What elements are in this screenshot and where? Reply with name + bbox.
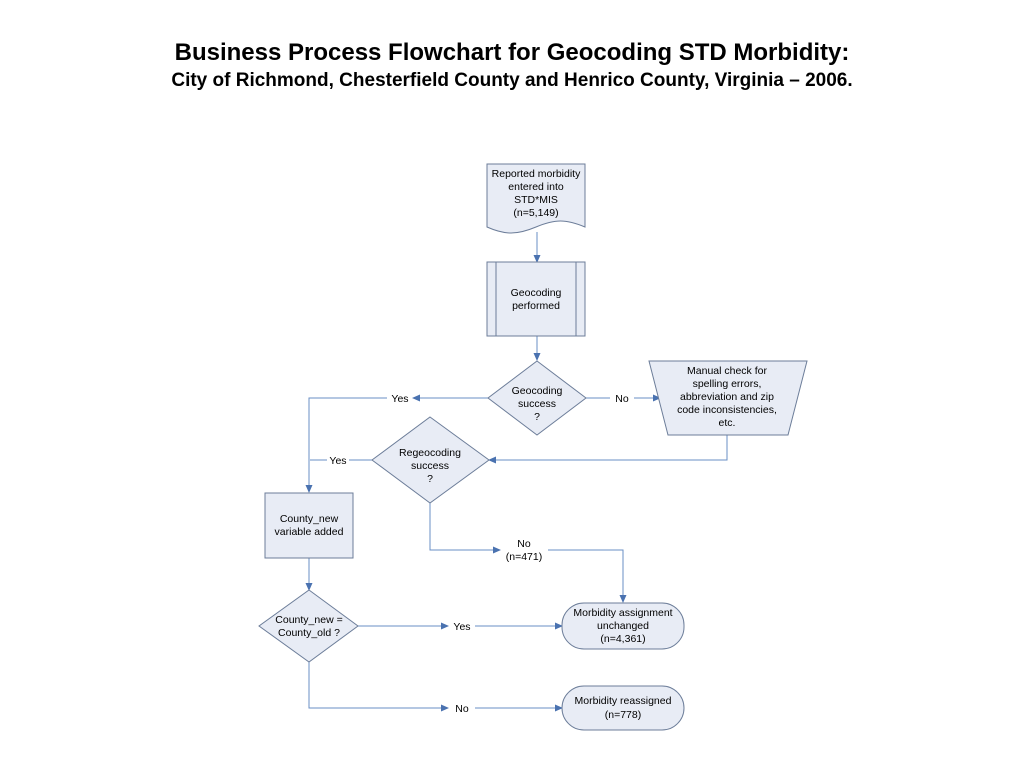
diagram-title: Business Process Flowchart for Geocoding… xyxy=(174,39,850,66)
connector-yes-down-to-county xyxy=(305,397,387,493)
county-new-line-2: variable added xyxy=(275,526,344,538)
unchanged-line-3: (n=4,361) xyxy=(600,633,645,645)
regeocoding-success-line-3: ? xyxy=(427,473,433,485)
geocoding-success-line-3: ? xyxy=(534,411,540,423)
reassigned-line-1: Morbidity reassigned xyxy=(575,695,672,707)
county-compare-line-2: County_old ? xyxy=(278,627,340,639)
geocoding-performed-line-2: performed xyxy=(512,300,560,312)
node-manual-check: Manual check for spelling errors, abbrev… xyxy=(648,360,808,436)
node-county-new-added: County_new variable added xyxy=(264,492,354,559)
node-geocoding-performed: Geocoding performed xyxy=(486,261,586,337)
node-county-compare: County_new = County_old ? xyxy=(258,589,359,663)
regeocoding-success-line-2: success xyxy=(411,460,449,472)
node-geocoding-success: Geocoding success ? xyxy=(487,360,587,436)
title-block: Business Process Flowchart for Geocoding… xyxy=(0,38,1024,94)
label-geo-yes: Yes xyxy=(391,393,408,405)
reported-line-2: entered into xyxy=(508,181,564,193)
reported-line-1: Reported morbidity xyxy=(492,168,581,180)
edge-labels: Yes No Yes No (n=471) Yes No xyxy=(329,393,628,715)
reassigned-line-2: (n=778) xyxy=(605,709,641,721)
manual-check-line-1: Manual check for xyxy=(687,365,767,377)
diagram-subtitle: City of Richmond, Chesterfield County an… xyxy=(171,70,853,91)
node-morbidity-unchanged: Morbidity assignment unchanged (n=4,361) xyxy=(561,602,685,650)
label-regeo-no-count: (n=471) xyxy=(506,551,542,563)
node-morbidity-reassigned: Morbidity reassigned (n=778) xyxy=(561,685,685,731)
geocoding-performed-line-1: Geocoding xyxy=(511,287,562,299)
reported-line-3: STD*MIS xyxy=(514,194,558,206)
connectors xyxy=(305,232,728,712)
manual-check-line-4: code inconsistencies, xyxy=(677,404,777,416)
manual-check-line-2: spelling errors, xyxy=(693,378,762,390)
label-regeo-no: No xyxy=(517,538,531,550)
unchanged-line-2: unchanged xyxy=(597,620,649,632)
connector-manual-to-regeocoding xyxy=(488,435,728,464)
node-reported-morbidity: Reported morbidity entered into STD*MIS … xyxy=(486,163,586,234)
manual-check-line-3: abbreviation and zip xyxy=(680,391,774,403)
label-regeo-yes: Yes xyxy=(329,455,346,467)
geocoding-success-line-1: Geocoding xyxy=(512,385,563,397)
county-new-line-1: County_new xyxy=(280,513,339,525)
label-compare-yes: Yes xyxy=(453,621,470,633)
unchanged-line-1: Morbidity assignment xyxy=(573,607,672,619)
connector-compare-no xyxy=(308,662,449,712)
manual-check-line-5: etc. xyxy=(719,417,736,429)
label-geo-no: No xyxy=(615,393,629,405)
geocoding-success-line-2: success xyxy=(518,398,556,410)
regeocoding-success-line-1: Regeocoding xyxy=(399,447,461,459)
connector-regeo-no-to-unchanged xyxy=(548,549,627,603)
reported-line-4: (n=5,149) xyxy=(513,207,558,219)
connector-regeo-no xyxy=(429,503,501,554)
label-compare-no: No xyxy=(455,703,469,715)
node-regeocoding-success: Regeocoding success ? xyxy=(371,416,490,504)
county-compare-line-1: County_new = xyxy=(275,614,342,626)
